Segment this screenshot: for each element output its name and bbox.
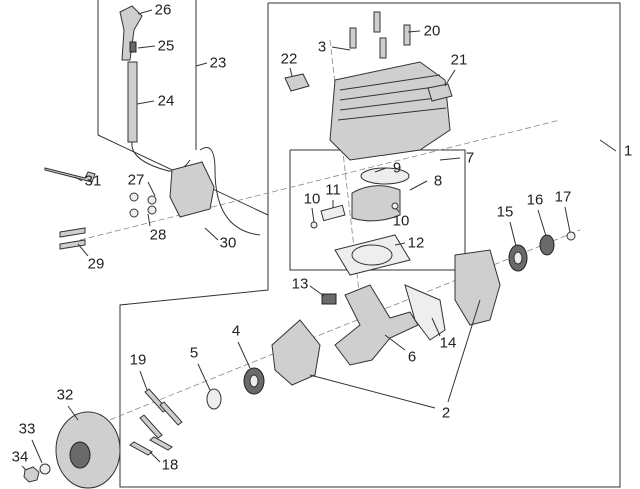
callout-33: 33 bbox=[18, 420, 36, 438]
piston bbox=[351, 185, 401, 222]
washer bbox=[129, 192, 139, 202]
cylinder-fins bbox=[337, 74, 447, 121]
callout-27: 27 bbox=[127, 171, 145, 189]
axis-line bbox=[79, 119, 561, 241]
circlip bbox=[391, 202, 399, 210]
bearing-inner bbox=[513, 251, 523, 265]
callout-20: 20 bbox=[423, 22, 441, 40]
callout-10: 10 bbox=[392, 212, 410, 230]
callout-3: 3 bbox=[317, 38, 327, 56]
callout-28: 28 bbox=[149, 226, 167, 244]
screw bbox=[59, 227, 86, 238]
needle-bearing bbox=[321, 293, 337, 305]
cylinder-screw bbox=[379, 37, 387, 59]
callout-19: 19 bbox=[129, 351, 147, 369]
ignition-coil bbox=[169, 161, 215, 218]
leader-lines bbox=[21, 9, 617, 471]
piston-pin bbox=[320, 204, 346, 222]
screw bbox=[59, 239, 86, 250]
crankcase-screw bbox=[129, 441, 153, 456]
cylinder-screw bbox=[403, 24, 411, 46]
crankshaft bbox=[334, 284, 419, 366]
cap-spring bbox=[129, 41, 137, 53]
callout-14: 14 bbox=[439, 334, 457, 352]
circlip bbox=[310, 221, 318, 229]
callout-5: 5 bbox=[189, 344, 199, 362]
callout-17: 17 bbox=[554, 188, 572, 206]
callout-6: 6 bbox=[407, 348, 417, 366]
washer bbox=[147, 195, 157, 205]
callout-26: 26 bbox=[154, 1, 172, 19]
ignition-wire bbox=[131, 141, 191, 172]
circlip bbox=[566, 231, 576, 241]
callout-18: 18 bbox=[161, 456, 179, 474]
piston-ring bbox=[360, 167, 410, 185]
callout-22: 22 bbox=[280, 50, 298, 68]
callout-23: 23 bbox=[209, 54, 227, 72]
crankcase-gasket bbox=[404, 284, 446, 341]
crankcase-screw bbox=[149, 436, 173, 451]
bearing-inner bbox=[249, 374, 259, 388]
crankcase-half-right bbox=[454, 249, 501, 326]
callout-13: 13 bbox=[291, 275, 309, 293]
nut bbox=[23, 466, 40, 483]
callout-29: 29 bbox=[87, 255, 105, 273]
crankcase-screw bbox=[159, 401, 183, 426]
ignition-lead-sleeve bbox=[127, 61, 138, 143]
callout-11: 11 bbox=[325, 181, 341, 199]
callout-12: 12 bbox=[407, 234, 425, 252]
ground-wire bbox=[199, 147, 261, 236]
callout-25: 25 bbox=[157, 37, 175, 55]
callout-16: 16 bbox=[526, 191, 544, 209]
callout-30: 30 bbox=[219, 234, 237, 252]
decompression-valve bbox=[284, 73, 310, 92]
cable-tie bbox=[44, 167, 96, 183]
axis-line bbox=[59, 229, 581, 441]
cylinder-screw bbox=[349, 27, 357, 49]
crankcase-half-left bbox=[271, 319, 321, 386]
callout-31: 31 bbox=[84, 172, 102, 190]
oil-seal bbox=[206, 388, 222, 410]
crankcase-screw bbox=[139, 414, 163, 439]
callout-1: 1 bbox=[623, 142, 633, 160]
callout-32: 32 bbox=[56, 386, 74, 404]
gasket-bore bbox=[351, 244, 393, 266]
cylinder-screw bbox=[373, 11, 381, 33]
callout-9: 9 bbox=[392, 159, 402, 177]
callout-4: 4 bbox=[231, 322, 241, 340]
oil-seal bbox=[539, 234, 555, 256]
callout-24: 24 bbox=[157, 92, 175, 110]
callout-21: 21 bbox=[450, 51, 468, 69]
washer bbox=[129, 208, 139, 218]
washer bbox=[39, 463, 51, 475]
spark-plug bbox=[427, 83, 453, 102]
washer bbox=[147, 205, 157, 215]
flywheel-hub bbox=[69, 441, 91, 469]
callout-10: 10 bbox=[303, 190, 321, 208]
callout-7: 7 bbox=[465, 149, 475, 167]
callout-2: 2 bbox=[441, 404, 451, 422]
callout-8: 8 bbox=[433, 172, 443, 190]
callout-15: 15 bbox=[496, 203, 514, 221]
engine-assembly-frame bbox=[119, 2, 621, 488]
callout-34: 34 bbox=[11, 448, 29, 466]
